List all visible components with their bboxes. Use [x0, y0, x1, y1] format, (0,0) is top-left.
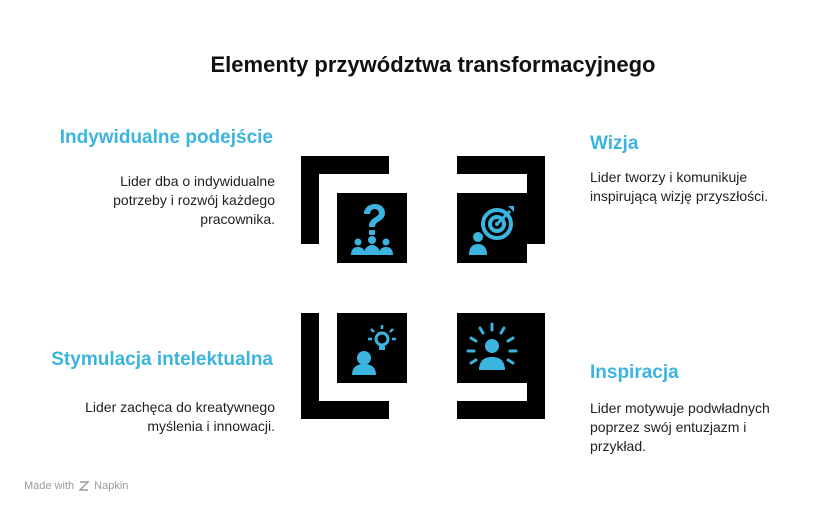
- heading-vision: Wizja: [590, 133, 639, 154]
- tile-inspiration: [457, 313, 527, 383]
- description-vision: Lider tworzy i komunikuje inspirującą wi…: [590, 168, 768, 206]
- footer-brand: Napkin: [94, 480, 129, 492]
- tile-individual: [337, 193, 407, 263]
- description-stimulation: Lider zachęca do kreatywnego myślenia i …: [85, 398, 275, 436]
- description-line: inspirującą wizję przyszłości.: [590, 188, 769, 204]
- description-inspiration: Lider motywuje podwładnych poprzez swój …: [590, 399, 770, 456]
- group-question-icon: [351, 204, 393, 255]
- target-arrow-icon: [469, 206, 514, 255]
- heading-individual: Indywidualne podejście: [59, 127, 273, 148]
- footer-watermark: Made with Napkin: [24, 480, 128, 492]
- description-line: Lider tworzy i komunikuje: [590, 169, 748, 185]
- description-line: poprzez swój entuzjazm i: [590, 419, 747, 435]
- frame-corner-top-left: [301, 156, 389, 244]
- description-line: myślenia i innowacji.: [147, 418, 275, 434]
- footer-made-with: Made with: [24, 480, 75, 492]
- lightbulb-person-icon: [352, 325, 396, 375]
- frame-corner-bottom-right: [457, 313, 545, 419]
- heading-inspiration: Inspiracja: [590, 362, 679, 383]
- description-line: Lider dba o indywidualne: [120, 173, 275, 189]
- heading-stimulation: Stymulacja intelektualna: [51, 349, 273, 370]
- description-line: potrzeby i rozwój każdego: [113, 192, 275, 208]
- description-line: pracownika.: [200, 211, 275, 227]
- page-title: Elementy przywództwa transformacyjnego: [210, 52, 656, 77]
- description-individual: Lider dba o indywidualne potrzeby i rozw…: [113, 172, 275, 229]
- description-line: Lider motywuje podwładnych: [590, 400, 770, 416]
- frame-corner-top-right: [457, 156, 545, 244]
- tile-vision: [457, 193, 527, 263]
- napkin-logo-icon: [78, 481, 90, 491]
- frame-corner-bottom-left: [301, 313, 389, 419]
- description-line: przykład.: [590, 438, 647, 454]
- tile-stimulation: [337, 313, 407, 383]
- radiant-person-icon: [466, 322, 518, 370]
- description-line: Lider zachęca do kreatywnego: [85, 399, 275, 415]
